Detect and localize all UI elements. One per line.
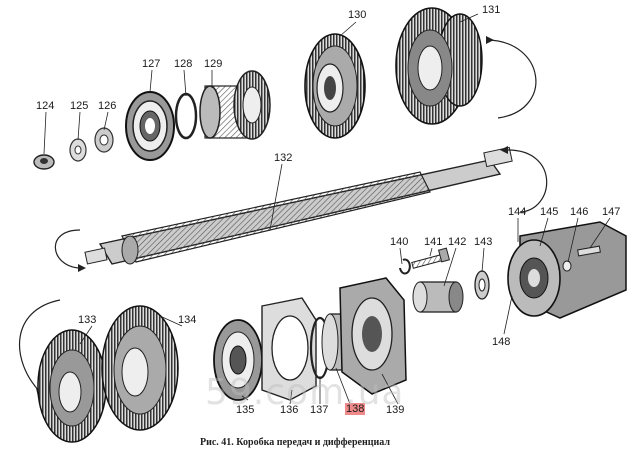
callout-142: 142 (448, 236, 467, 248)
seal-136 (261, 297, 317, 401)
callout-125: 125 (70, 100, 89, 112)
callout-145: 145 (540, 206, 559, 218)
callout-128: 128 (174, 58, 193, 70)
callout-138-highlighted: 138 (345, 403, 366, 415)
callout-141: 141 (424, 236, 443, 248)
callout-134: 134 (178, 314, 197, 326)
gear-130 (304, 33, 366, 139)
gear-133 (37, 329, 107, 443)
callout-136: 136 (280, 404, 299, 416)
callout-124: 124 (36, 100, 55, 112)
callout-147: 147 (602, 206, 621, 218)
callout-129: 129 (204, 58, 223, 70)
callout-126: 126 (98, 100, 117, 112)
flange-139 (339, 277, 407, 395)
flow-arrows (18, 39, 548, 393)
washer-125 (69, 138, 87, 162)
callout-127: 127 (142, 58, 161, 70)
gear-134 (101, 305, 179, 431)
washer-126 (94, 127, 114, 153)
nut-124 (33, 154, 55, 170)
ring-128 (174, 92, 198, 140)
washer-143 (474, 270, 490, 300)
callout-137: 137 (310, 404, 329, 416)
gear-131 (395, 7, 483, 125)
watermark-text: 59.com.ua (205, 372, 405, 413)
bolt-141 (411, 247, 451, 269)
shaft-132 (84, 146, 513, 265)
callout-130: 130 (348, 9, 367, 21)
bearing-135 (213, 319, 263, 401)
callout-131: 131 (482, 4, 501, 16)
sleeve-142 (412, 281, 464, 313)
callout-140: 140 (390, 236, 409, 248)
figure-caption: Рис. 41. Коробка передач и дифференциал (200, 437, 390, 448)
callout-148: 148 (492, 336, 511, 348)
callout-135: 135 (236, 404, 255, 416)
leader-lines (43, 13, 611, 405)
callout-133: 133 (78, 314, 97, 326)
callout-132: 132 (274, 152, 293, 164)
callout-143: 143 (474, 236, 493, 248)
circlip-140 (399, 258, 411, 275)
callout-144: 144 (508, 206, 527, 218)
gear-sleeve-129 (199, 70, 271, 140)
callout-146: 146 (570, 206, 589, 218)
bearing-127 (125, 91, 175, 161)
callout-139: 139 (386, 404, 405, 416)
housing-144-148 (507, 221, 627, 319)
